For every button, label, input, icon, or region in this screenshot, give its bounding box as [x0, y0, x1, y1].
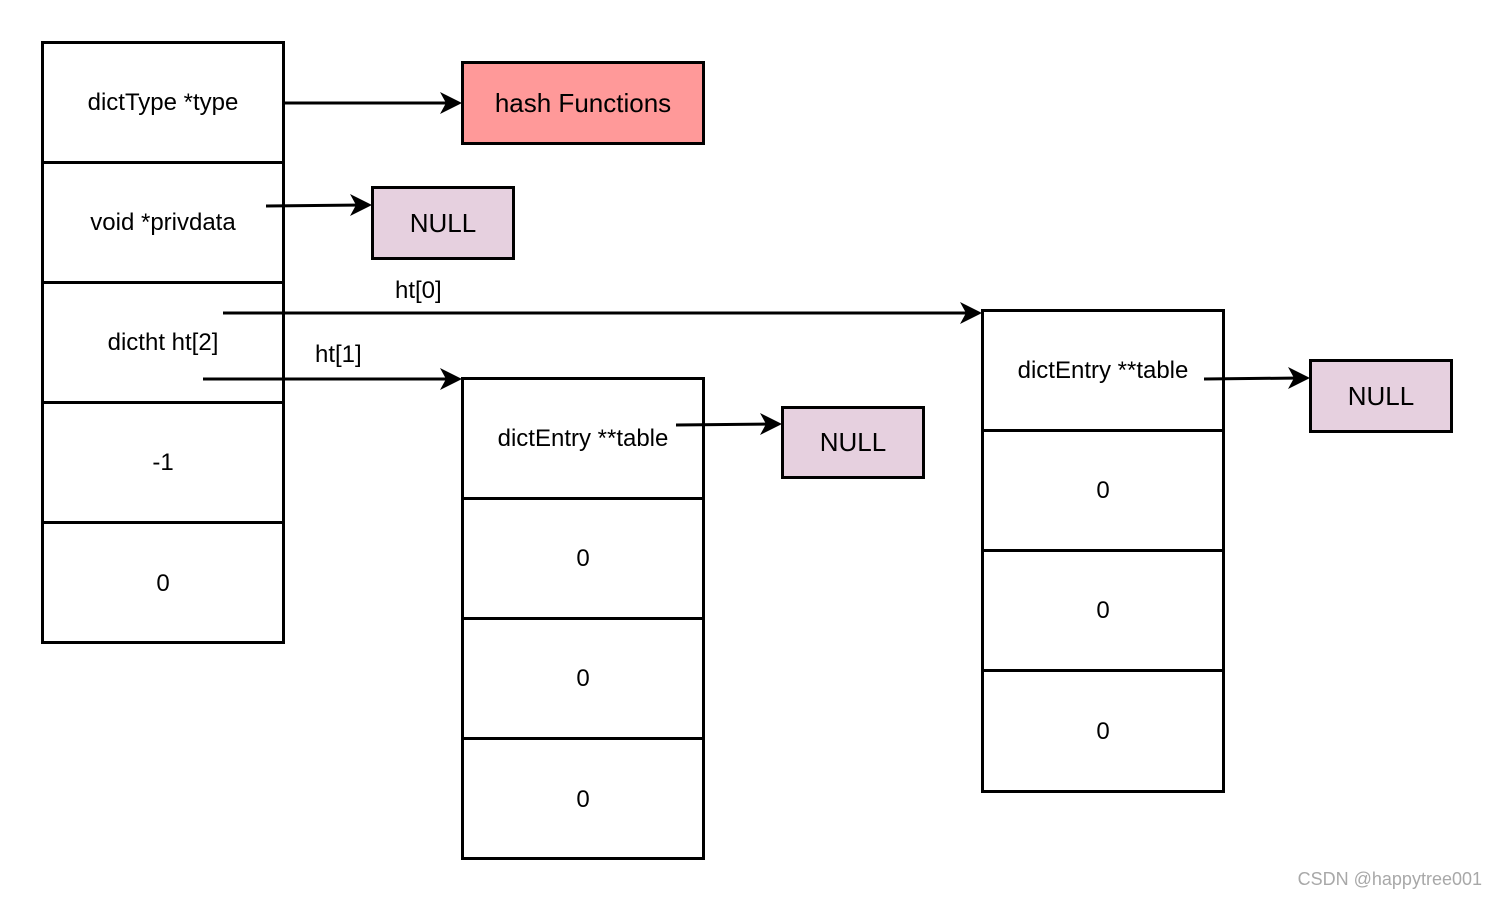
ht0-cell-sizemask: 0: [984, 552, 1222, 672]
ht1-cell-sizemask: 0: [464, 620, 702, 740]
dict-field-type: dictType *type: [44, 44, 282, 164]
arrow-privdata-to-null: [265, 203, 364, 208]
ht0-cell-size: 0: [984, 432, 1222, 552]
arrow-ht0-table-to-null: [1203, 376, 1302, 381]
ht1-cell-table: dictEntry **table: [464, 380, 702, 500]
ht1-table: dictEntry **table 0 0 0: [461, 377, 705, 860]
privdata-null-box: NULL: [371, 186, 515, 260]
ht1-edge-label: ht[1]: [315, 341, 362, 368]
dict-struct: dictType *type void *privdata dictht ht[…: [41, 41, 285, 644]
dict-field-ht: dictht ht[2]: [44, 284, 282, 404]
ht1-cell-used: 0: [576, 786, 590, 813]
ht0-cell-used: 0: [1096, 718, 1110, 745]
arrowhead-ht0: [960, 302, 982, 324]
ht0-edge-label: ht[0]: [395, 277, 442, 304]
arrowhead-ht1-table-to-null: [760, 413, 782, 435]
dict-field-rehashidx: -1: [44, 404, 282, 524]
ht0-cell-table: dictEntry **table: [984, 312, 1222, 432]
arrowhead-ht1: [440, 368, 462, 390]
arrow-ht1-table-to-null: [675, 422, 774, 427]
ht1-cell-size: 0: [464, 500, 702, 620]
hash-functions-box: hash Functions: [461, 61, 705, 145]
dict-field-iterators: 0: [156, 570, 170, 597]
ht0-table: dictEntry **table 0 0 0: [981, 309, 1225, 793]
dict-field-privdata: void *privdata: [44, 164, 282, 284]
arrowhead-privdata-to-null: [350, 194, 372, 216]
arrowhead-ht0-table-to-null: [1288, 367, 1310, 389]
arrowhead-type-to-hash: [440, 92, 462, 114]
ht0-null-box: NULL: [1309, 359, 1453, 433]
ht1-null-box: NULL: [781, 406, 925, 479]
watermark: CSDN @happytree001: [1297, 869, 1482, 889]
